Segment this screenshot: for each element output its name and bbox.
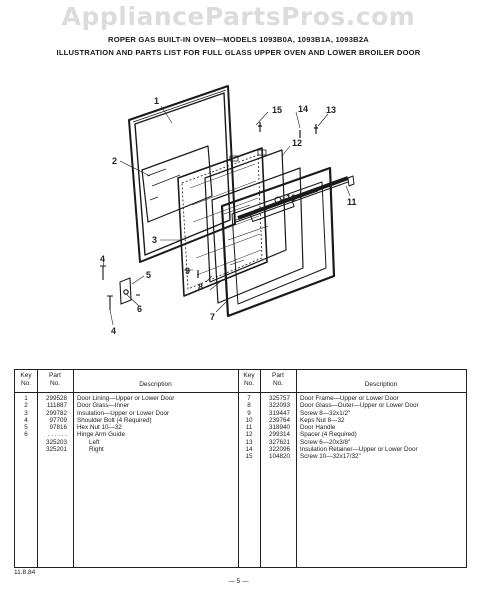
callout-3: 3 xyxy=(152,235,157,245)
table-row-key: 12 xyxy=(245,431,253,439)
callout-4-upper: 4 xyxy=(100,254,105,264)
table-row-part: 322096 xyxy=(268,446,290,454)
right-part-column: 325757 322093 319447 239764 318940 29931… xyxy=(262,395,290,461)
callout-14: 14 xyxy=(298,104,308,114)
table-row-part: . . . . . . xyxy=(47,431,67,439)
table-row-part: 325201 xyxy=(45,446,67,454)
header-part-no: Part No. xyxy=(49,372,61,387)
outer-glass-part xyxy=(211,167,304,304)
table-row-description: Door Frame—Upper or Lower Door xyxy=(300,395,399,402)
table-row-part: 325757 xyxy=(268,395,290,402)
table-row-key: 13 xyxy=(245,438,253,446)
table-row-description: Hinge Arm Guide xyxy=(77,431,125,439)
table-row-description: Left xyxy=(89,438,100,446)
parts-table: Key No. Part No. Description Key No. Par… xyxy=(14,369,467,568)
header-description-right: Description xyxy=(364,381,398,388)
header-key-no: Key No. xyxy=(20,372,32,387)
table-row-key: 4 xyxy=(24,416,28,424)
table-row-description: Screw 6—20x3/8" xyxy=(300,438,351,446)
left-key-column: 1 2 3 4 5 6 xyxy=(15,395,37,453)
table-row-key xyxy=(15,439,37,446)
table-row-key: 3 xyxy=(24,409,28,417)
table-row-description: Door Handle xyxy=(300,424,336,432)
callout-11: 11 xyxy=(347,197,357,207)
page-title: ROPER GAS BUILT-IN OVEN—MODELS 1093B0A, … xyxy=(108,35,369,44)
table-row-part: 97816 xyxy=(49,424,67,432)
callout-12: 12 xyxy=(292,138,302,148)
table-row-part: 325203 xyxy=(45,438,67,446)
table-row-key: 10 xyxy=(245,416,253,424)
table-row-description: Shoulder Bolt (4 Required) xyxy=(77,416,152,424)
screw-parts xyxy=(258,122,318,138)
callout-5: 5 xyxy=(146,270,151,280)
exploded-door-diagram: 1 2 3 4 4 5 6 7 8 9 10 11 12 13 14 15 xyxy=(100,85,357,336)
callout-8: 8 xyxy=(198,282,203,292)
table-row-description: Screw 10—32x17/32" xyxy=(300,453,361,461)
door-lining-part xyxy=(128,85,236,263)
callout-4-lower: 4 xyxy=(111,326,116,336)
callout-1: 1 xyxy=(154,96,159,106)
table-row-key: 11 xyxy=(245,424,253,432)
table-row-description: Keps Nut 8—32 xyxy=(300,416,345,424)
table-row-part: 319447 xyxy=(268,409,290,417)
page-subtitle: ILLUSTRATION AND PARTS LIST FOR FULL GLA… xyxy=(56,48,421,57)
table-row-description: Insulation—Upper or Lower Door xyxy=(77,409,170,417)
right-key-column: 7 8 9 10 11 12 13 14 15 xyxy=(238,395,260,461)
right-description-column: Door Frame—Upper or Lower Door Door Glas… xyxy=(300,395,419,461)
table-row-part: 299528 xyxy=(45,395,67,402)
table-row-key xyxy=(15,446,37,453)
table-row-key: 5 xyxy=(24,424,28,432)
table-row-description: Door Glass—Inner xyxy=(77,402,130,410)
table-row-key: 14 xyxy=(245,446,253,454)
table-row-key: 8 xyxy=(247,402,251,410)
table-row-key: 2 xyxy=(24,402,28,410)
table-row-description: Right xyxy=(89,446,104,454)
table-row-part: 111887 xyxy=(46,402,67,410)
callout-6: 6 xyxy=(137,304,142,314)
table-row-part: 318940 xyxy=(268,424,290,432)
table-row-key: 9 xyxy=(247,409,251,417)
left-description-column: Door Lining—Upper or Lower Door Door Gla… xyxy=(77,395,174,453)
door-handle-part xyxy=(235,175,355,223)
inner-glass-part xyxy=(141,145,213,223)
left-part-column: 299528 111887 299782 97709 97816 . . . .… xyxy=(39,395,67,453)
header-description: Description xyxy=(139,381,172,388)
table-row-description: Spacer (4 Required) xyxy=(300,431,357,439)
table-row-description: Screw 8—32x1/2" xyxy=(300,409,351,417)
table-row-description: Door Glass—Outer—Upper or Lower Door xyxy=(300,402,419,410)
header-part-no-right: Part No. xyxy=(272,372,284,387)
callout-9: 9 xyxy=(185,266,190,276)
callout-2: 2 xyxy=(112,156,117,166)
header-key-no-right: Key No. xyxy=(243,372,255,387)
table-row-key: 6 xyxy=(24,431,28,439)
callout-7: 7 xyxy=(210,312,215,322)
table-row-part: 97709 xyxy=(49,416,67,424)
callout-15: 15 xyxy=(272,105,282,115)
page-number: — 5 — xyxy=(228,578,249,585)
watermark: AppliancePartsPros.com xyxy=(61,2,416,31)
hinge-hardware-parts xyxy=(100,265,140,310)
table-row-part: 239764 xyxy=(268,416,290,424)
footer-date: 11.8.84 xyxy=(14,569,36,576)
insulation-part xyxy=(177,147,268,297)
table-row-part: 104820 xyxy=(268,453,290,461)
table-row-key: 15 xyxy=(245,453,253,461)
table-row-key: 1 xyxy=(24,395,28,402)
callout-13: 13 xyxy=(326,105,336,115)
table-row-description: Door Lining—Upper or Lower Door xyxy=(77,395,175,402)
table-row-part: 327621 xyxy=(268,438,290,446)
table-row-key: 7 xyxy=(247,395,251,402)
table-row-description: Hex Nut 10—32 xyxy=(77,424,122,432)
table-row-part: 322093 xyxy=(268,402,290,410)
table-row-part: 299314 xyxy=(268,431,290,439)
insulation-retainer-part xyxy=(204,149,287,283)
table-row-part: 299782 xyxy=(45,409,67,417)
table-row-description: Insulation Retainer—Upper or Lower Door xyxy=(300,446,418,454)
callout-10: 10 xyxy=(286,193,296,203)
